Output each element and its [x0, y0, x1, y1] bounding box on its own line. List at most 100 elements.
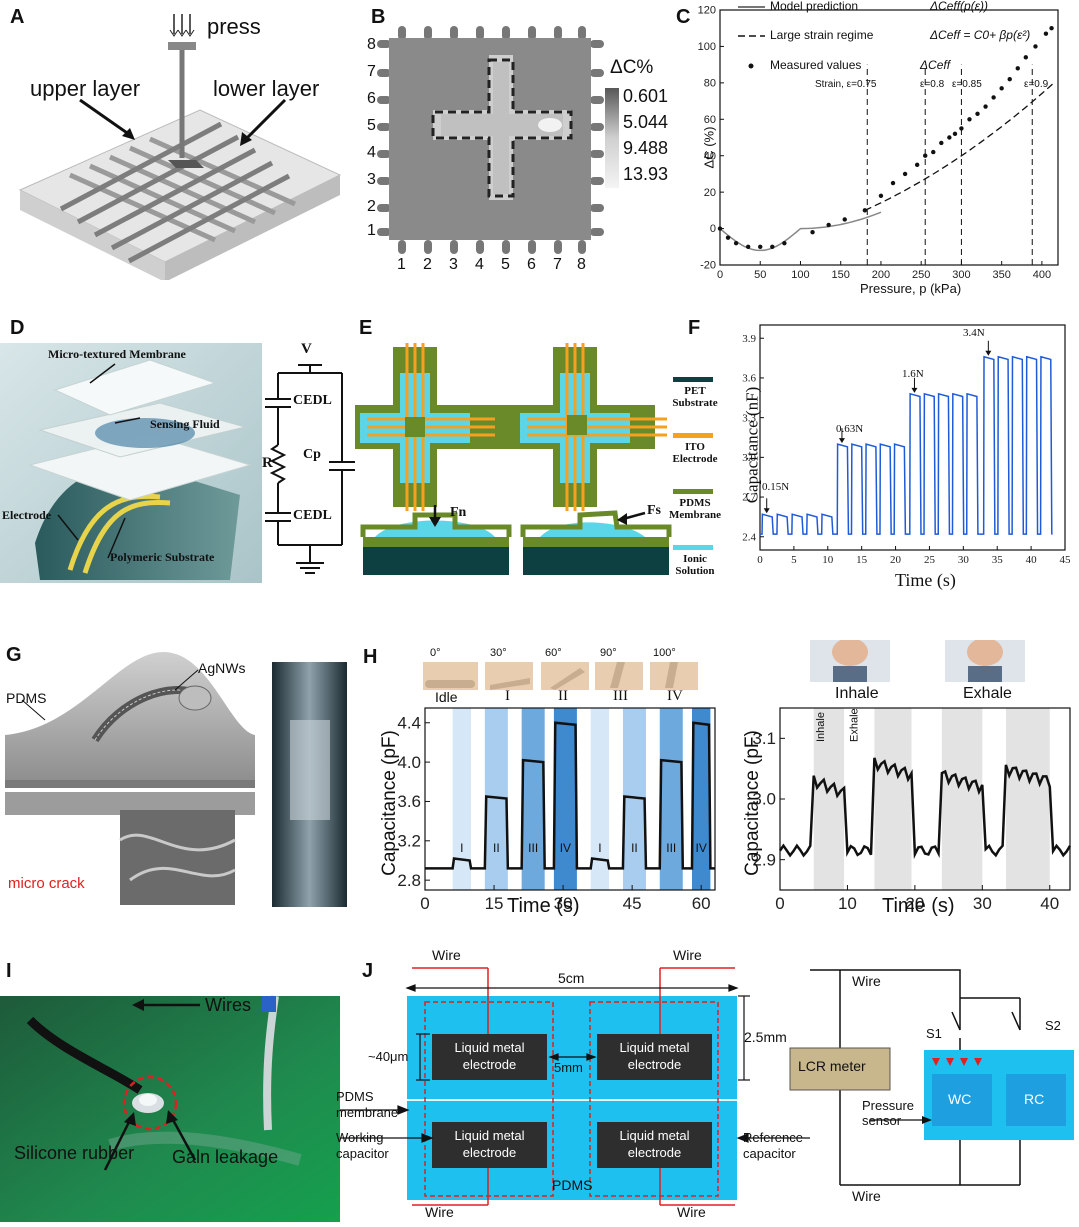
col-tick: 8 — [577, 256, 586, 273]
breath-band — [1005, 708, 1050, 890]
measured-point — [914, 162, 920, 168]
legend-model-formula: ΔCeff(p(ε)) — [930, 0, 988, 13]
band-label: I — [598, 841, 601, 855]
right-title-exhale: Exhale — [963, 685, 1012, 702]
measured-point — [959, 126, 964, 131]
col-tick: 1 — [397, 256, 406, 273]
y-tick-label: 60 — [704, 114, 716, 126]
circuit-wire-label: Wire — [852, 1188, 881, 1204]
measured-point — [952, 131, 958, 137]
y-tick-label: 0 — [710, 223, 716, 235]
galn-leakage-label: Galn leakage — [172, 1147, 279, 1167]
y-tick-label: 3.9 — [742, 333, 756, 345]
measured-point — [1023, 55, 1029, 60]
panel-a: A press upper layer lower — [0, 0, 365, 282]
rc-label: RC — [1024, 1091, 1045, 1107]
panel-h: H 0° 30° 60° 90° 100° Idle I — [355, 640, 1079, 930]
row-tick: 4 — [367, 144, 376, 161]
cedl-label-top: CEDL — [293, 393, 332, 408]
panel-label-e: E — [359, 317, 373, 339]
x-tick-label: 30 — [958, 554, 970, 566]
band-label: IV — [696, 841, 707, 855]
strain-label: Strain, ε=0.75 — [815, 79, 877, 90]
x-tick-label: 250 — [912, 269, 930, 281]
liquid-metal-photo — [0, 995, 340, 1222]
bend-band — [691, 708, 711, 890]
panel-d: D — [0, 315, 355, 587]
y-tick-label: 2.9 — [752, 850, 776, 869]
wire-label: Wire — [432, 947, 461, 963]
y-tick-label: 4.4 — [397, 713, 421, 732]
substrate-label: Polymeric Substrate — [110, 550, 215, 564]
electrode-bottom-left: Liquid metal electrode — [432, 1127, 547, 1161]
row-tick: 3 — [367, 171, 376, 188]
reference-capacitor-text: capacitor — [743, 1146, 796, 1161]
measured-point — [923, 153, 928, 158]
angle-label: 0° — [430, 647, 441, 659]
measured-point — [931, 149, 936, 155]
pet-label: PET Substrate — [672, 385, 718, 409]
annotation-arrowhead — [911, 387, 918, 393]
band-label-exhale: Exhale — [849, 708, 861, 742]
panel-label-d: D — [10, 317, 25, 339]
fn-label: Fn — [450, 505, 467, 520]
y-tick-label: -20 — [700, 260, 716, 272]
panel-label-a: A — [10, 6, 25, 28]
x-tick-label: 40 — [1040, 894, 1059, 913]
f-annotation: 0.15N — [762, 481, 790, 493]
switch-s2-label: S2 — [1045, 1018, 1061, 1033]
width-5cm-label: 5cm — [558, 970, 585, 986]
x-tick-label: 200 — [872, 269, 890, 281]
bend-band — [622, 708, 646, 890]
y-tick-label: 3.0 — [742, 452, 756, 464]
electrode-bottom-right: Liquid metal electrode — [597, 1127, 712, 1161]
pressure-sensor-text: sensor — [862, 1113, 902, 1128]
row-tick: 6 — [367, 90, 376, 107]
panel-g: G PDMS AgNWs micro crack — [0, 640, 355, 910]
y-tick-label: 2.8 — [397, 871, 421, 890]
panel-e: E Fn Fs PET Substr — [335, 315, 721, 587]
r-label: R — [262, 455, 273, 471]
y-tick-label: 3.3 — [742, 412, 756, 424]
v-label: V — [301, 341, 312, 357]
legend-marker-measured — [748, 63, 754, 69]
measured-point — [878, 193, 884, 198]
annotation-arrowhead — [763, 508, 770, 514]
band-label: III — [666, 841, 676, 855]
legend-value: 9.488 — [623, 138, 669, 158]
pdms-label: PDMS — [6, 690, 47, 706]
y-tick-label: 3.6 — [397, 792, 421, 811]
x-tick-label: 0 — [420, 894, 429, 913]
strain-label: ε=0.9 — [1024, 79, 1049, 90]
band-label-inhale: Inhale — [815, 712, 827, 742]
right-title-inhale: Inhale — [835, 685, 879, 702]
h-photo-strip — [423, 640, 1025, 690]
f-annotation: 3.4N — [963, 327, 985, 339]
electrode-text: electrode — [627, 1057, 682, 1072]
x-tick-label: 15 — [856, 554, 868, 566]
measured-point — [991, 95, 996, 100]
x-tick-label: 45 — [623, 894, 642, 913]
measured-point — [782, 240, 787, 246]
state-label: Idle — [435, 689, 458, 705]
silicone-rubber-label: Silicone rubber — [14, 1143, 135, 1163]
working-capacitor-text: Working — [336, 1130, 384, 1145]
x-tick-label: 40 — [1026, 554, 1038, 566]
panel-label-f: F — [688, 317, 701, 339]
measured-point — [1007, 77, 1012, 82]
y-tick-label: 4.0 — [397, 753, 421, 772]
bend-band — [484, 708, 508, 890]
x-tick-label: 25 — [924, 554, 936, 566]
ito-label: ITO Electrode — [672, 441, 718, 465]
thickness-40um-label: ~40μm — [368, 1049, 409, 1064]
panel-label-h: H — [363, 646, 378, 668]
legend-value: 13.93 — [623, 164, 669, 184]
x-tick-label: 30 — [973, 894, 992, 913]
x-tick-label: 300 — [952, 269, 970, 281]
panel-label-i: I — [6, 960, 12, 982]
angle-label: 90° — [600, 647, 617, 659]
x-tick-label: 60 — [692, 894, 711, 913]
capacitance-map — [377, 26, 619, 254]
